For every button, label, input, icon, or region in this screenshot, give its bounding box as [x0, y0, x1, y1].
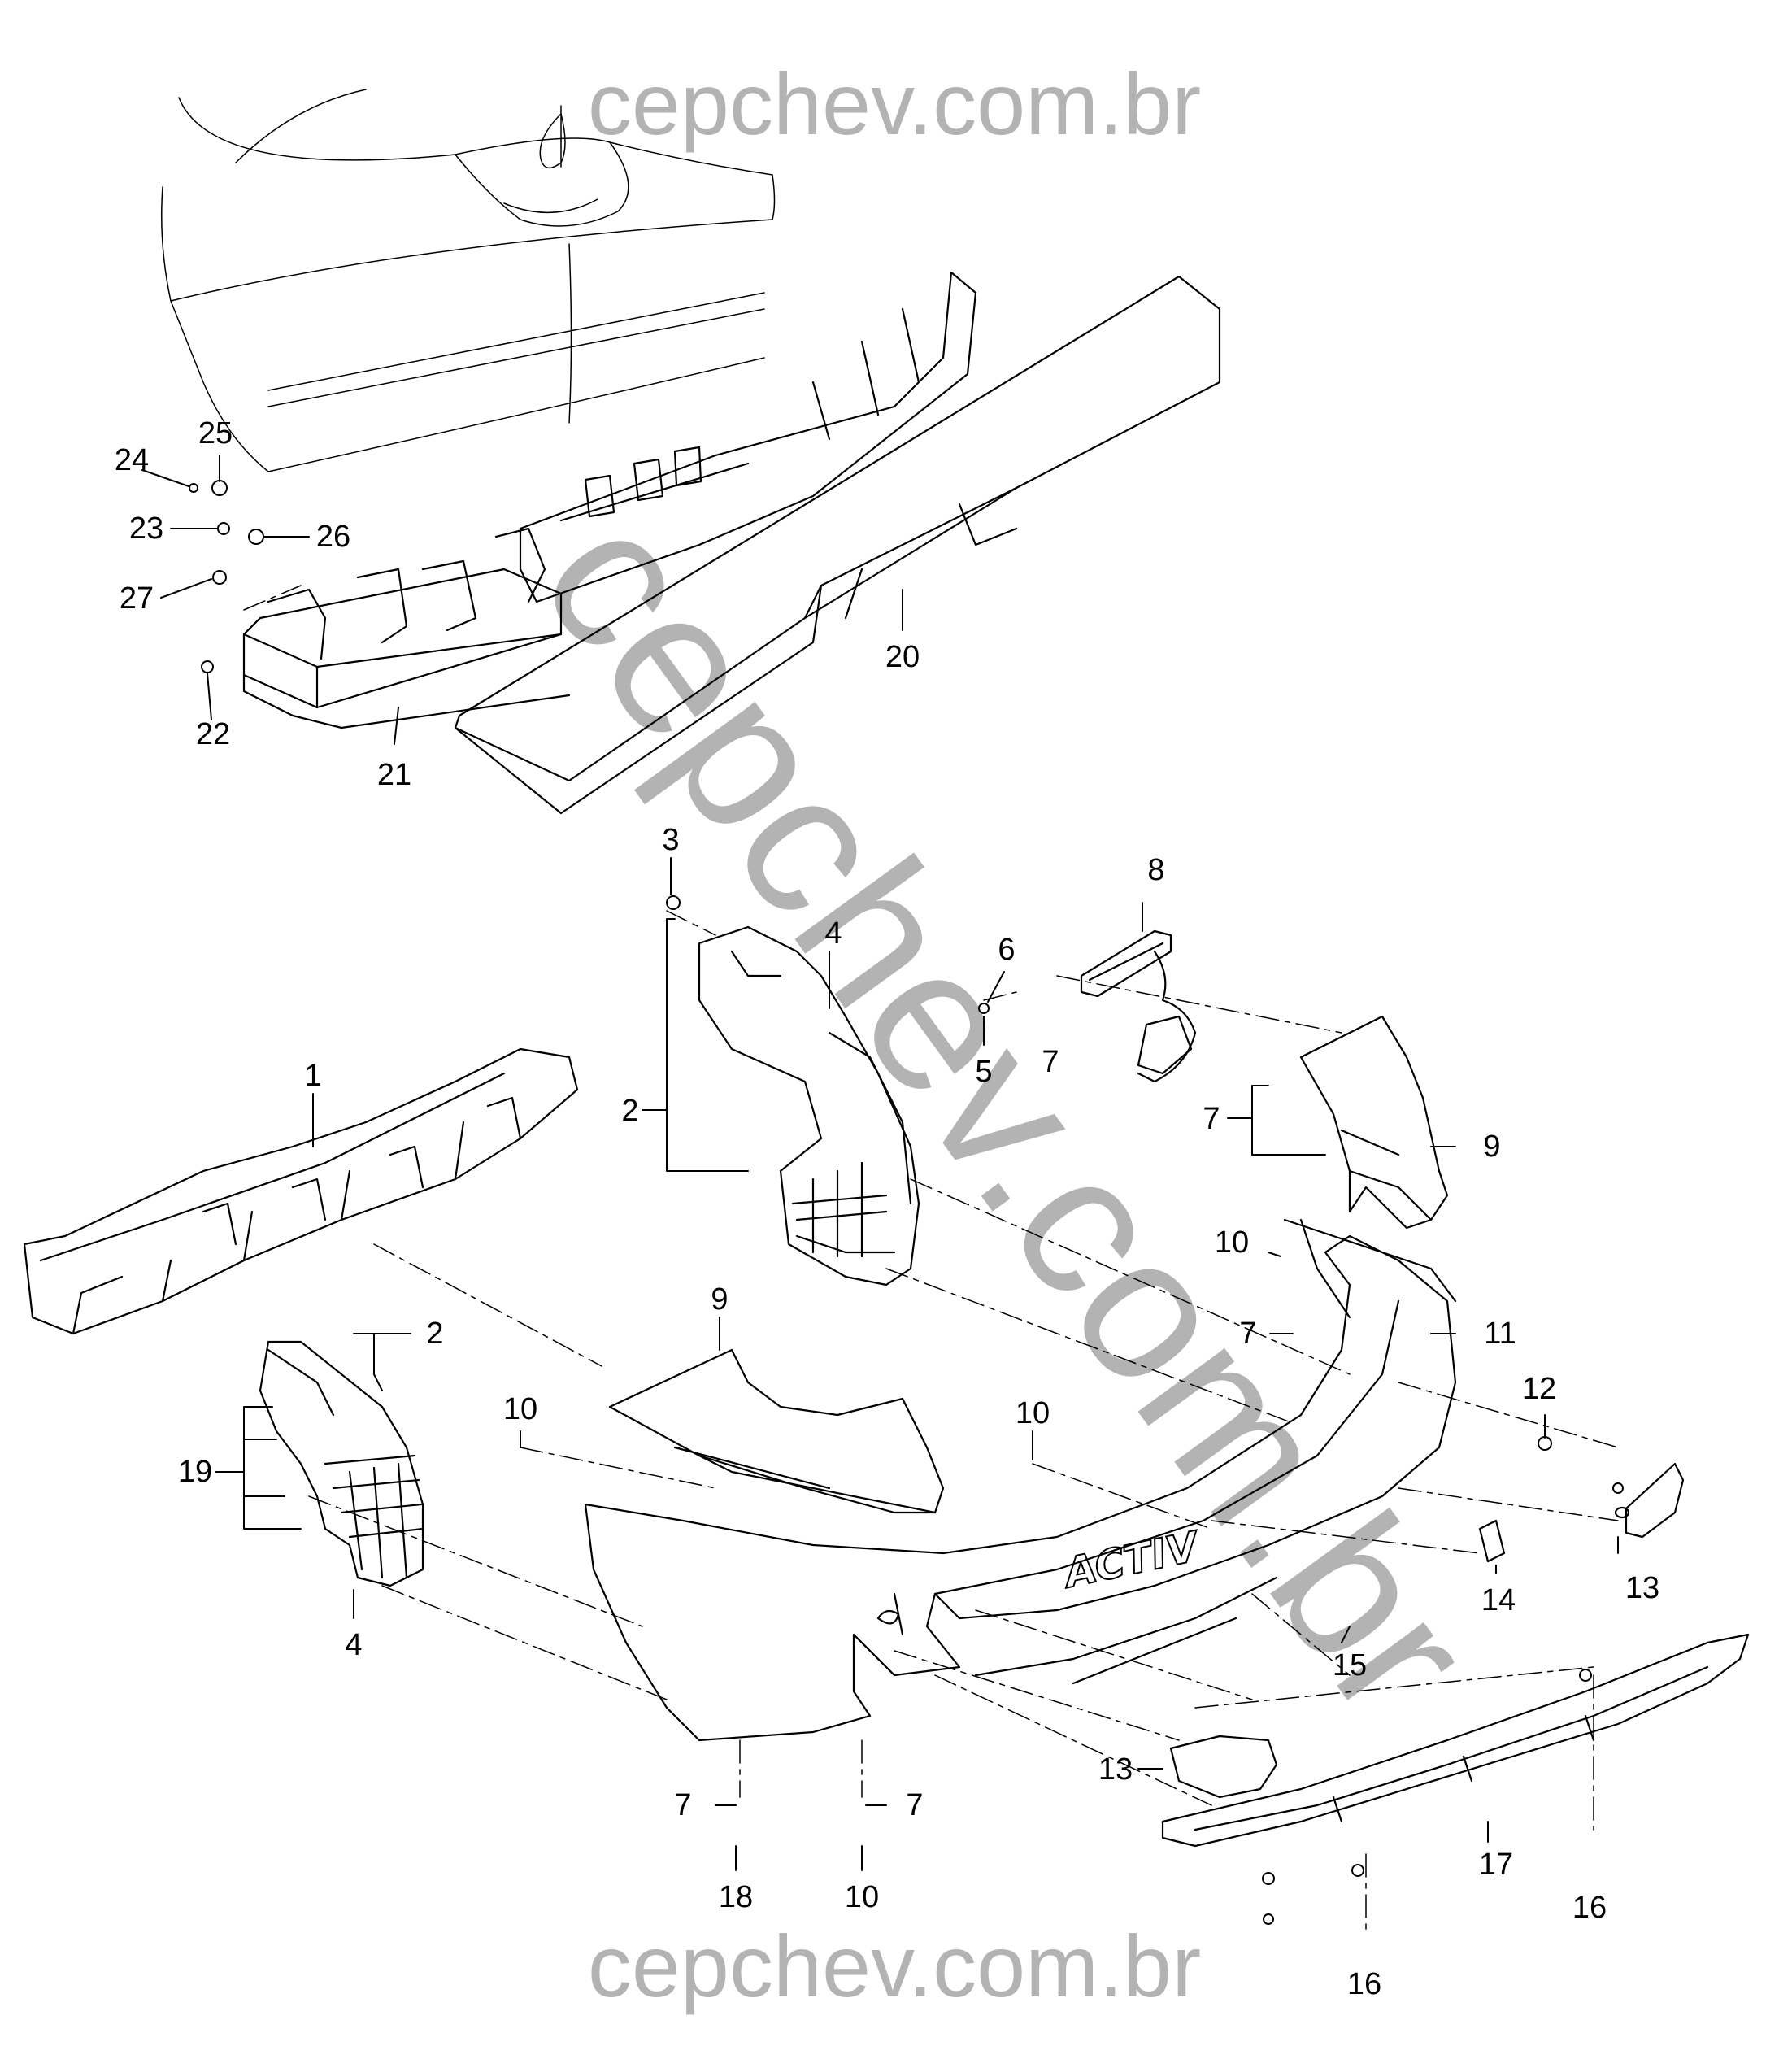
watermark-diagonal: cepchev.com.br: [499, 472, 1517, 1755]
callout-23: 23: [129, 512, 163, 546]
callout-7b: 7: [1203, 1102, 1220, 1136]
part-20-reinforcement: [454, 275, 1221, 815]
callout-17: 17: [1479, 1848, 1513, 1882]
activ-emblem: ACTIV: [1058, 1522, 1205, 1598]
callout-7e: 7: [906, 1788, 923, 1822]
callout-11: 11: [1484, 1317, 1516, 1351]
part-21-energy-absorber: [242, 527, 571, 729]
part-4-liner-left: [259, 1340, 424, 1587]
callout-4b: 4: [345, 1628, 362, 1662]
callout-1: 1: [304, 1059, 321, 1093]
callout-7a: 7: [1042, 1045, 1059, 1079]
callout-12: 12: [1522, 1372, 1556, 1406]
part-9-extension-center: [608, 1348, 945, 1514]
watermark-bottom: cepchev.com.br: [588, 1917, 1201, 2015]
callout-9b: 9: [711, 1282, 728, 1317]
callout-18: 18: [719, 1880, 753, 1914]
callout-7d: 7: [674, 1788, 691, 1822]
callout-27: 27: [120, 581, 154, 616]
callout-10b: 10: [503, 1392, 537, 1426]
callout-24: 24: [115, 443, 149, 477]
part-9-extension-right: [1299, 1015, 1449, 1230]
callouts: 25 24 23 26 27 22 21 20 3 4 2 1 6 5 7 8 …: [115, 416, 1659, 2001]
callout-19: 19: [178, 1455, 212, 1489]
callout-10a: 10: [1215, 1225, 1249, 1260]
callout-20: 20: [885, 640, 920, 674]
assembly-lines: [243, 585, 1619, 1936]
watermark: cepchev.com.br cepchev.com.br cepchev.co…: [499, 54, 1517, 2015]
part-13-cap-right: [1614, 1462, 1685, 1539]
callout-16b: 16: [1347, 1967, 1381, 2001]
callout-26: 26: [316, 520, 350, 554]
fasteners: [189, 480, 1624, 1925]
callout-13b: 13: [1098, 1752, 1133, 1787]
part-8-harness: [1080, 929, 1197, 1083]
callout-15: 15: [1333, 1648, 1367, 1683]
callout-2b: 2: [426, 1317, 443, 1351]
part-11-bumper-fascia: [584, 1218, 1457, 1742]
callout-9a: 9: [1483, 1130, 1500, 1164]
part-17-lower-valance: [1161, 1633, 1750, 1848]
part-1-absorber: [23, 1047, 579, 1335]
callout-5: 5: [975, 1055, 992, 1089]
watermark-top: cepchev.com.br: [588, 54, 1201, 153]
callout-4a: 4: [824, 916, 842, 951]
callout-2a: 2: [621, 1094, 638, 1128]
callout-13a: 13: [1625, 1571, 1659, 1605]
callout-14: 14: [1481, 1583, 1516, 1617]
callout-16a: 16: [1572, 1891, 1607, 1925]
callout-21: 21: [377, 758, 411, 792]
callout-8: 8: [1147, 853, 1164, 887]
callout-22: 22: [196, 717, 230, 751]
vehicle-rear-outline: [161, 89, 776, 472]
part-13-cap-lower: [1169, 1735, 1278, 1799]
callout-10c: 10: [1016, 1396, 1050, 1430]
callout-3: 3: [662, 823, 679, 857]
callout-25: 25: [198, 416, 233, 451]
leader-lines: [141, 455, 1619, 1871]
callout-6: 6: [998, 933, 1015, 967]
callout-10d: 10: [845, 1880, 879, 1914]
part-14-clip: [1478, 1519, 1506, 1563]
callout-7c: 7: [1239, 1317, 1256, 1351]
upper-bracket: [519, 271, 977, 603]
part-4-liner-right: [698, 925, 920, 1286]
